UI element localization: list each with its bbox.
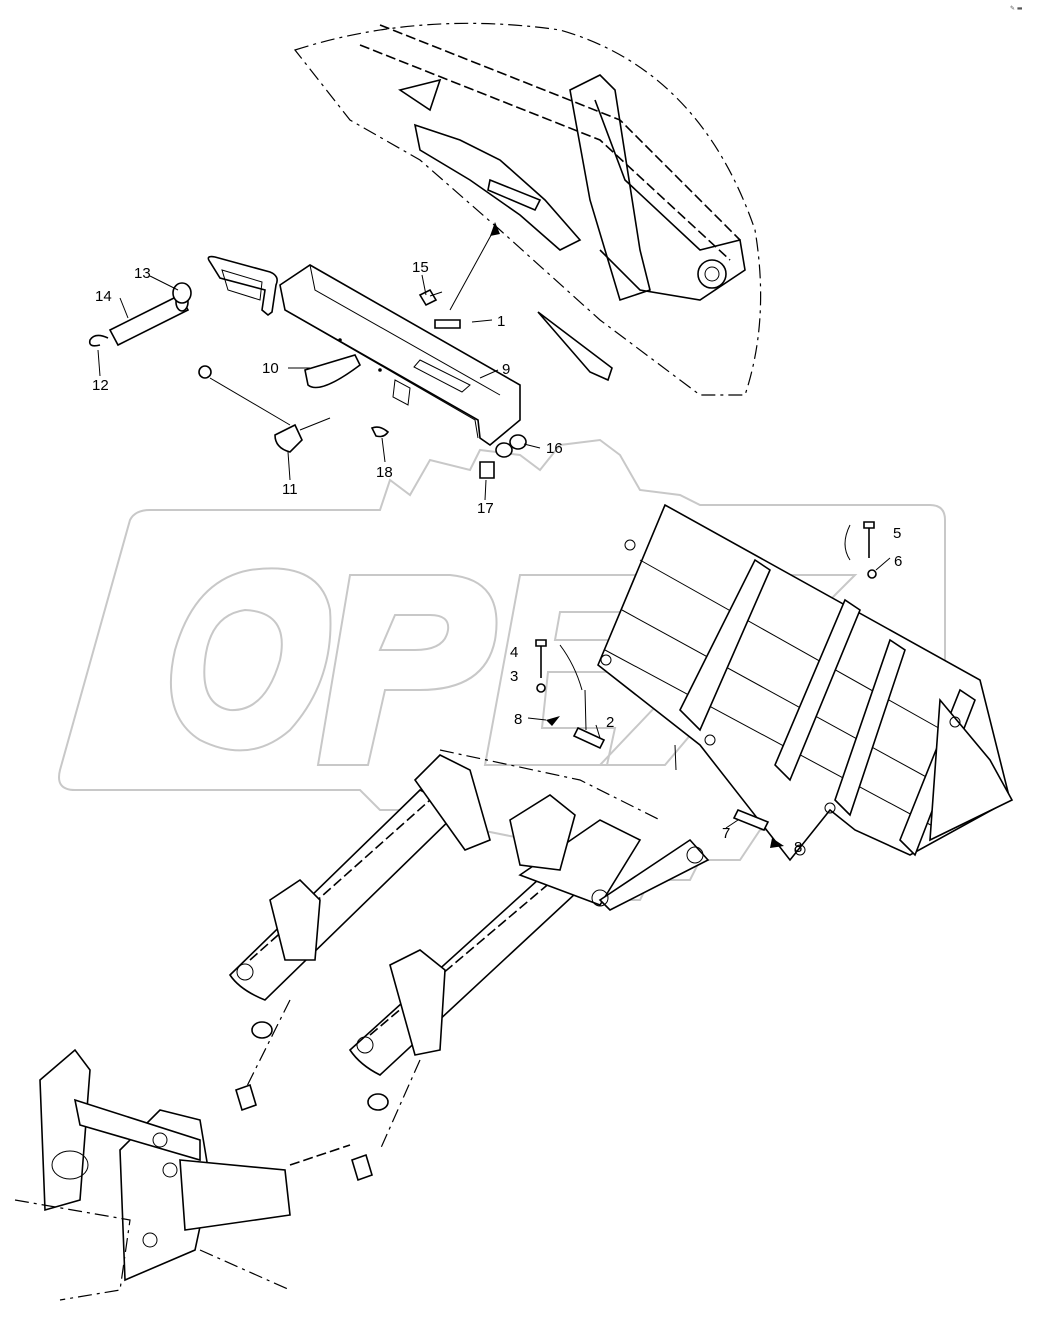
- callout-17: 17: [477, 500, 494, 517]
- callout-3: 3: [510, 668, 518, 685]
- bucket: [597, 503, 1014, 862]
- corner-mark: ✎ ▬: [1010, 5, 1023, 12]
- leader-lines: [97, 274, 891, 829]
- loader-arms: [228, 749, 710, 1182]
- callout-13: 13: [134, 265, 151, 282]
- frame-bracket: [207, 255, 521, 447]
- callout-14: 14: [95, 288, 112, 305]
- callout-11: 11: [282, 481, 298, 498]
- ghost-loader-arm: [293, 22, 762, 396]
- callout-15: 15: [412, 259, 429, 276]
- bucket-hardware: [535, 521, 877, 848]
- callout-16: 16: [546, 440, 563, 457]
- mount-frame: [14, 1048, 351, 1301]
- callout-8a: 8: [514, 711, 522, 728]
- callout-10: 10: [262, 360, 279, 377]
- callout-6: 6: [894, 553, 902, 570]
- callout-12: 12: [92, 377, 109, 394]
- callout-1: 1: [497, 313, 505, 330]
- callout-labels: 1 2 3 4 5 6 7 8 8 9 10 11 12 13 14 15 16…: [92, 5, 1023, 856]
- assembly-arrow: [449, 222, 500, 311]
- small-parts: [88, 282, 613, 479]
- callout-7: 7: [722, 825, 730, 842]
- callout-8b: 8: [794, 839, 802, 856]
- callout-5: 5: [893, 525, 901, 542]
- callout-4: 4: [510, 644, 518, 661]
- callout-18: 18: [376, 464, 393, 481]
- callout-9: 9: [502, 361, 510, 378]
- callout-2: 2: [606, 714, 614, 731]
